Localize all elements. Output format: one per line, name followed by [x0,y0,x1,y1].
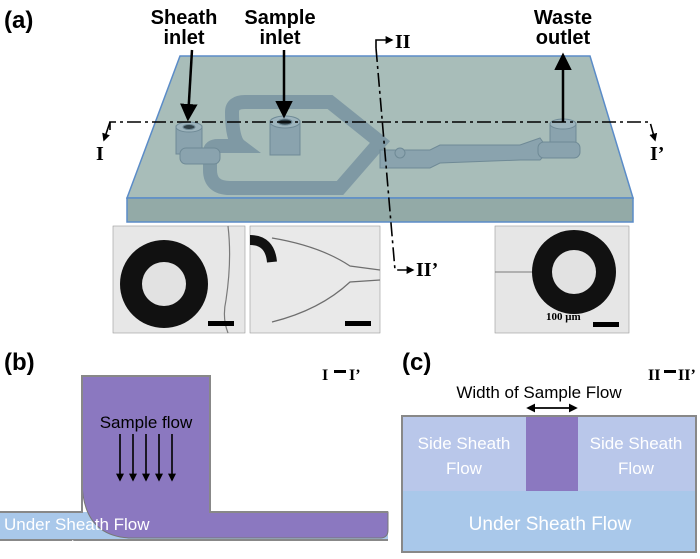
panel-c-section-right: II’ [678,367,696,384]
inlet-hole-1 [142,262,186,306]
width-of-sample-flow-label: Width of Sample Flow [456,383,622,402]
panel-c-section-dash [664,370,676,373]
panel-a: (a) [4,7,664,334]
section-line-I [109,121,658,142]
section-arrow-I [102,121,111,142]
waste-outlet-label-line1: Waste [534,7,592,29]
panel-b-section-left: I [322,367,328,384]
sheath-inlet-label-line2: inlet [163,27,204,49]
scale-bar-2 [345,321,371,326]
sheath-inlet-arrow [180,49,198,122]
section-arrow-II [375,36,394,48]
waste-outlet-label-line2: outlet [536,27,591,49]
microfluidic-chip [125,55,635,223]
panel-b-section-dash [334,370,346,373]
sheath-inlet-hole [182,124,196,130]
sample-flow-label: Sample flow [100,413,193,432]
sample-flow-arrows [116,434,176,482]
scale-bar-1 [208,321,234,326]
panel-b-label: (b) [4,349,35,376]
sample-inlet-label-line1: Sample [244,7,315,29]
section-label-II-prime: II’ [416,259,438,281]
section-label-I-prime: I’ [650,143,664,165]
chip-channels [175,95,581,195]
micrograph-junction [249,225,381,334]
micrograph-channel-taper [271,237,381,323]
micrograph-junction-dark-edge [249,235,277,263]
sample-flow-region [81,375,389,539]
panel-b-section-right: I’ [349,367,361,384]
micrograph-frame-2 [249,225,381,334]
sheath-inlet-base [179,147,221,165]
micrograph-sheath-inlet [112,225,246,334]
side-sheath-left-line2: Flow [446,459,483,478]
under-sheath-label-c: Under Sheath Flow [469,514,632,535]
sample-flow-cross-section [526,417,578,491]
waste-outlet-base [537,141,581,159]
scale-bar-3 [593,322,619,327]
sheath-loop-channel [203,95,391,195]
section-label-II: II [395,31,411,53]
side-sheath-right-line1: Side Sheath [590,434,683,453]
channel-top-outline [0,375,388,513]
section-line-II [375,47,415,274]
side-sheath-left [403,417,526,491]
micrograph-waste-outlet: 100 μm [494,225,630,334]
panel-c: (c) II II’ Width of Sample Flow Side She… [401,349,697,553]
channel-junction [394,147,406,159]
scale-bar-label: 100 μm [546,311,581,323]
panel-b: (b) I I’ Sample flow Under Sheath Flow [0,349,389,550]
panel-c-label: (c) [402,349,431,376]
side-sheath-left-line1: Side Sheath [418,434,511,453]
chip-front-face [126,197,634,223]
under-sheath-label-b: Under Sheath Flow [4,515,150,534]
side-sheath-right-line2: Flow [618,459,655,478]
section-label-I: I [96,143,104,165]
side-sheath-right [578,417,695,491]
panel-a-label: (a) [4,7,33,34]
sample-inlet-label-line2: inlet [259,27,300,49]
sheath-inlet-label-line1: Sheath [151,7,218,29]
outlet-hole [552,250,596,294]
panel-c-section-left: II [648,367,660,384]
